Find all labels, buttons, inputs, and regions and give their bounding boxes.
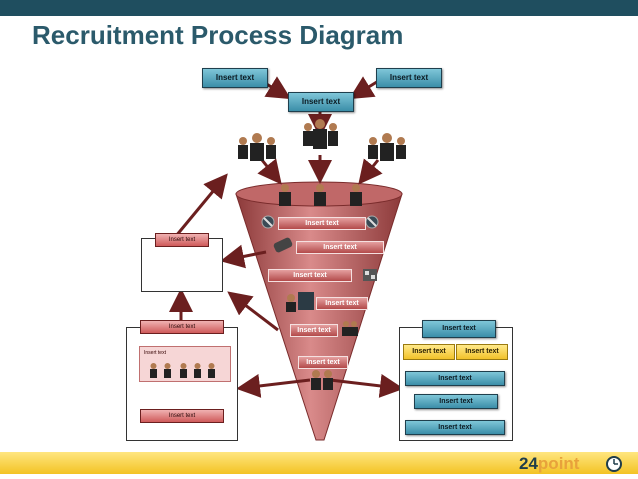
brand-logo: 24point — [519, 454, 622, 474]
right-step-3: Insert text — [405, 420, 505, 435]
funnel-stage-label: Insert text — [268, 269, 352, 282]
person-icon — [350, 184, 362, 206]
person-icon — [342, 321, 358, 336]
funnel-stage-label: Insert text — [316, 297, 368, 310]
left-top-panel — [141, 238, 223, 292]
logo-word: point — [537, 454, 580, 473]
right-step-2: Insert text — [414, 394, 498, 409]
right-gold-right: Insert text — [456, 344, 508, 360]
left-bottom-panel — [126, 327, 238, 441]
right-panel-header: Insert text — [422, 320, 496, 338]
person-icon — [279, 184, 291, 206]
top-right-label: Insert text — [376, 68, 442, 88]
logo-number: 24 — [519, 454, 538, 473]
funnel-stage-label: Insert text — [296, 241, 384, 254]
qualification-chart-icon — [286, 292, 314, 312]
handshake-icon — [273, 237, 293, 253]
funnel-stage-label: Insert text — [298, 356, 348, 369]
people-group-icon — [303, 119, 338, 149]
page-title: Recruitment Process Diagram — [32, 20, 404, 50]
chess-icon — [363, 269, 377, 281]
top-center-label: Insert text — [288, 92, 354, 112]
people-group-icon — [150, 363, 215, 378]
top-bar — [0, 0, 638, 16]
funnel-stage-label: Insert text — [278, 217, 366, 230]
top-left-label: Insert text — [202, 68, 268, 88]
left-bottom-top-label: Insert text — [140, 320, 224, 334]
person-icon — [314, 184, 326, 206]
no-entry-icon — [261, 215, 275, 229]
handshake-icon — [311, 370, 333, 390]
left-bottom-bottom-label: Insert text — [140, 409, 224, 423]
people-group-icon — [368, 133, 406, 161]
candidate-pool-label: Insert text — [144, 350, 166, 356]
clock-icon — [606, 456, 622, 472]
funnel-stage-label: Insert text — [290, 324, 338, 337]
right-step-1: Insert text — [405, 371, 505, 386]
people-group-icon — [238, 133, 276, 161]
no-entry-icon — [365, 215, 379, 229]
right-gold-left: Insert text — [403, 344, 455, 360]
candidate-pool-box: Insert text — [139, 346, 231, 382]
left-top-panel-label: Insert text — [155, 233, 209, 247]
bottom-bar — [0, 452, 638, 474]
